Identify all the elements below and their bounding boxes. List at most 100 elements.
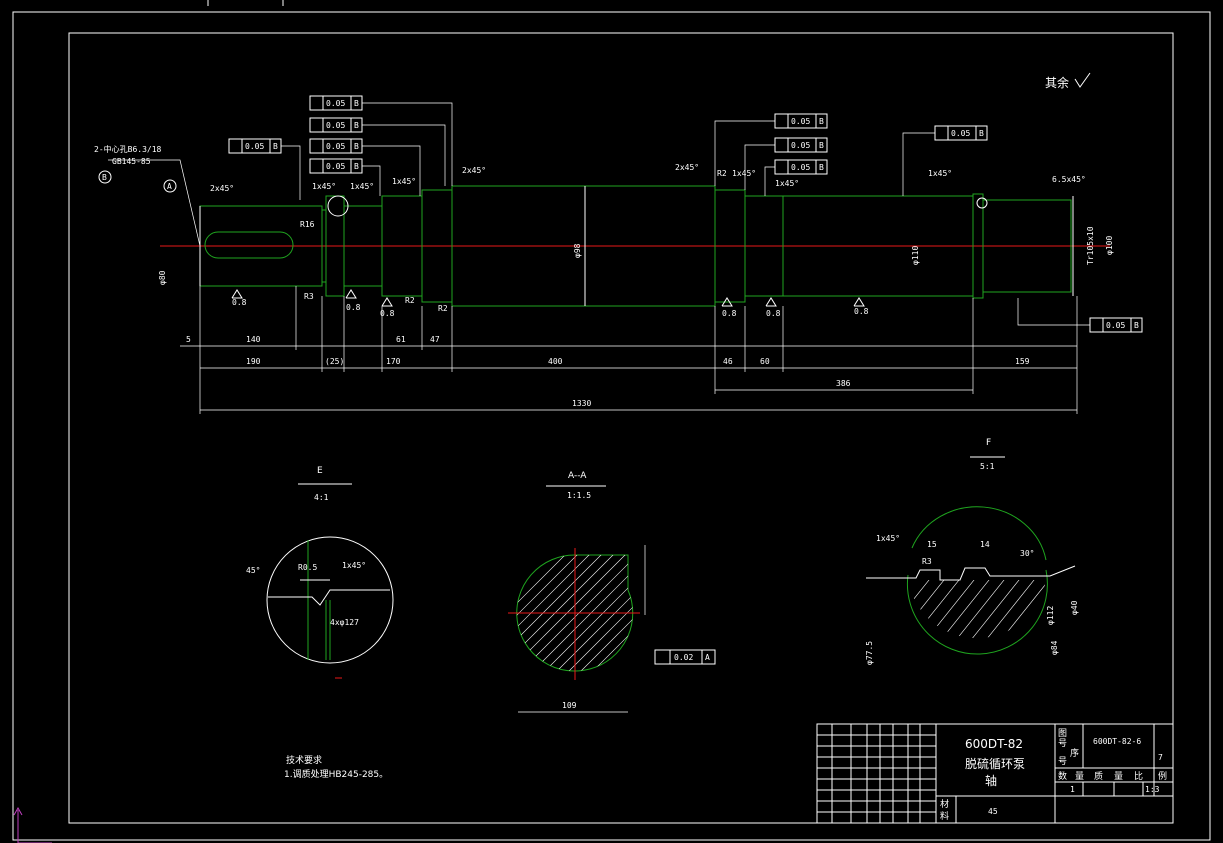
svg-text:386: 386 bbox=[836, 379, 851, 388]
svg-text:R16: R16 bbox=[300, 220, 315, 229]
svg-text:φ40: φ40 bbox=[1070, 600, 1079, 615]
title-block: 600DT-82 脱硫循环泵 轴 图 号 序 号 600DT-82-6 7 数 … bbox=[816, 723, 1174, 824]
tech-req-item: 1.调质处理HB245-285。 bbox=[284, 768, 388, 780]
detail-view-f: F 5:1 1x45° 15 14 30° R3 φ77.5 φ84 φ112 … bbox=[865, 438, 1079, 665]
svg-text:B: B bbox=[979, 129, 984, 138]
svg-text:B: B bbox=[819, 141, 824, 150]
tol-frame-7: 0.05 B bbox=[774, 137, 828, 153]
svg-text:190: 190 bbox=[246, 357, 261, 366]
svg-text:1x45°: 1x45° bbox=[928, 169, 952, 178]
shaft-main-view bbox=[160, 185, 1110, 307]
svg-text:4:1: 4:1 bbox=[314, 493, 329, 502]
svg-text:φ100: φ100 bbox=[1105, 236, 1114, 255]
detail-e-marker bbox=[327, 195, 349, 217]
svg-text:5: 5 bbox=[186, 335, 191, 344]
svg-text:B: B bbox=[819, 163, 824, 172]
svg-text:1x45°: 1x45° bbox=[876, 534, 900, 543]
svg-text:B: B bbox=[1134, 321, 1139, 330]
svg-text:φ84: φ84 bbox=[1050, 640, 1059, 655]
svg-text:图: 图 bbox=[1058, 728, 1067, 739]
svg-text:0.05: 0.05 bbox=[1106, 321, 1125, 330]
svg-text:B: B bbox=[354, 99, 359, 108]
svg-text:1:1.5: 1:1.5 bbox=[567, 491, 591, 500]
title-part: 轴 bbox=[985, 773, 997, 788]
svg-text:0.05: 0.05 bbox=[326, 142, 345, 151]
tol-frame-1: 0.05 B bbox=[228, 138, 282, 154]
tol-frame-3: 0.05 B bbox=[309, 117, 363, 133]
svg-text:A: A bbox=[167, 182, 172, 191]
title-name: 脱硫循环泵 bbox=[965, 756, 1025, 771]
svg-text:30°: 30° bbox=[1020, 549, 1034, 558]
svg-text:4xφ127: 4xφ127 bbox=[330, 618, 359, 627]
tol-frame-9: 0.05 B bbox=[934, 125, 988, 141]
sheet-border bbox=[12, 11, 1211, 841]
svg-text:φ98: φ98 bbox=[573, 243, 582, 258]
datum-circle-a bbox=[163, 179, 177, 193]
svg-text:比: 比 bbox=[1134, 770, 1143, 782]
svg-text:F: F bbox=[986, 438, 991, 448]
svg-text:φ110: φ110 bbox=[911, 246, 920, 265]
svg-text:0.8: 0.8 bbox=[346, 303, 361, 312]
svg-text:0.8: 0.8 bbox=[380, 309, 395, 318]
svg-text:45°: 45° bbox=[246, 566, 260, 575]
title-material: 45 bbox=[988, 807, 998, 816]
svg-text:A--A: A--A bbox=[568, 471, 587, 481]
svg-text:B: B bbox=[354, 121, 359, 130]
detail-view-e: E 4:1 45° R0.5 1x45° 4xφ127 bbox=[246, 466, 394, 679]
svg-text:5:1: 5:1 bbox=[980, 462, 995, 471]
svg-text:R2: R2 bbox=[438, 304, 448, 313]
svg-text:φ112: φ112 bbox=[1046, 606, 1055, 625]
svg-text:14: 14 bbox=[980, 540, 990, 549]
svg-text:材: 材 bbox=[940, 798, 949, 810]
diameter-labels: φ80 φ98 Tr105x10 φ100 φ110 bbox=[158, 226, 1114, 285]
svg-text:60: 60 bbox=[760, 357, 770, 366]
svg-text:1330: 1330 bbox=[572, 399, 591, 408]
tol-frame-8: 0.05 B bbox=[774, 159, 828, 175]
svg-text:0.05: 0.05 bbox=[791, 141, 810, 150]
tol-frame-10: 0.05 B bbox=[1089, 317, 1143, 333]
svg-text:号: 号 bbox=[1058, 756, 1067, 767]
svg-text:φ80: φ80 bbox=[158, 270, 167, 285]
svg-text:0.8: 0.8 bbox=[854, 307, 869, 316]
svg-text:46: 46 bbox=[723, 357, 733, 366]
svg-text:R0.5: R0.5 bbox=[298, 563, 317, 572]
svg-text:B: B bbox=[273, 142, 278, 151]
frame-border bbox=[68, 32, 1174, 824]
ucs-icon bbox=[13, 806, 52, 843]
svg-text:1x45°: 1x45° bbox=[392, 177, 416, 186]
svg-text:例: 例 bbox=[1158, 770, 1167, 782]
svg-text:B: B bbox=[354, 162, 359, 171]
svg-text:A: A bbox=[705, 653, 710, 662]
svg-text:159: 159 bbox=[1015, 357, 1030, 366]
svg-text:400: 400 bbox=[548, 357, 563, 366]
svg-text:0.8: 0.8 bbox=[232, 298, 247, 307]
svg-text:0.05: 0.05 bbox=[245, 142, 264, 151]
svg-text:1x45°: 1x45° bbox=[350, 182, 374, 191]
chamfer-labels: 2x45° 1x45° 1x45° 1x45° 2x45° 2x45° 1x45… bbox=[210, 163, 1086, 313]
svg-text:(25): (25) bbox=[325, 357, 344, 366]
dimension-chains: 5 140 190 (25) 170 61 47 400 46 60 386 1… bbox=[180, 286, 1078, 414]
svg-text:2x45°: 2x45° bbox=[210, 184, 234, 193]
svg-text:R2: R2 bbox=[717, 169, 727, 178]
svg-text:号: 号 bbox=[1058, 738, 1067, 749]
svg-text:φ77.5: φ77.5 bbox=[865, 641, 874, 665]
svg-text:Tr105x10: Tr105x10 bbox=[1086, 226, 1095, 265]
svg-text:61: 61 bbox=[396, 335, 406, 344]
svg-text:0.05: 0.05 bbox=[326, 121, 345, 130]
roughness-note: 其余 bbox=[1045, 75, 1069, 90]
svg-text:140: 140 bbox=[246, 335, 261, 344]
svg-text:0.8: 0.8 bbox=[722, 309, 737, 318]
svg-text:R2: R2 bbox=[405, 296, 415, 305]
svg-text:B: B bbox=[102, 173, 107, 182]
svg-text:0.05: 0.05 bbox=[791, 163, 810, 172]
svg-text:0.05: 0.05 bbox=[951, 129, 970, 138]
svg-text:1x45°: 1x45° bbox=[312, 182, 336, 191]
title-qty: 1 bbox=[1070, 785, 1075, 794]
datum-circle-b bbox=[98, 170, 112, 184]
title-scale: 1:3 bbox=[1145, 785, 1160, 794]
svg-text:R3: R3 bbox=[922, 557, 932, 566]
svg-text:序: 序 bbox=[1070, 747, 1079, 759]
